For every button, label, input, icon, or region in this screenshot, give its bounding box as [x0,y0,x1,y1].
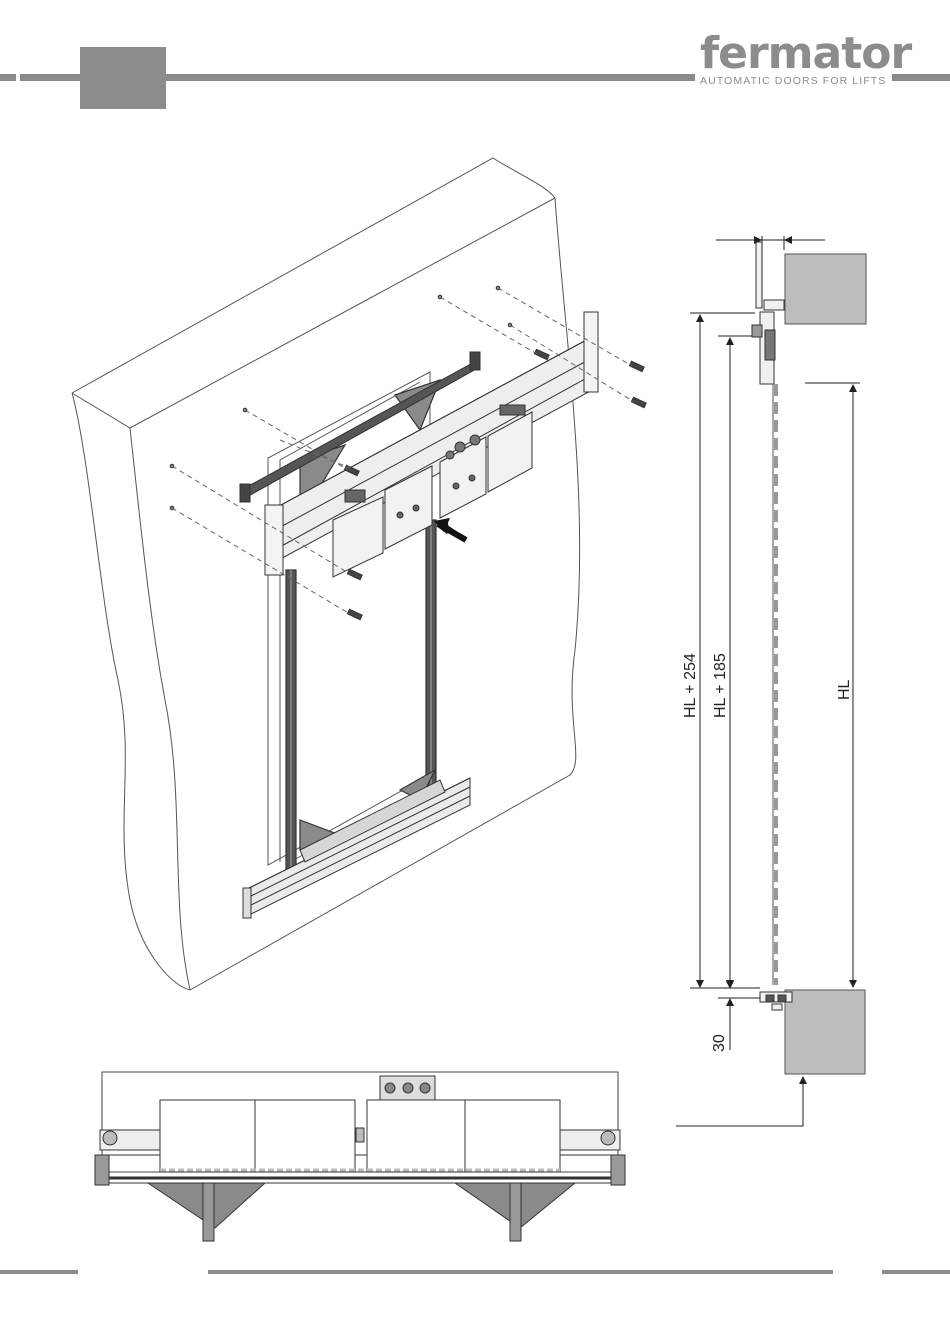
lower-floor [785,990,865,1074]
footer-band [0,1270,950,1274]
brand-name: fermator [700,32,884,76]
front-elevation [95,1072,625,1241]
upper-wall [785,254,866,324]
brand-tagline: AUTOMATIC DOORS FOR LIFTS [700,75,884,87]
dim-label-hl: HL [836,680,854,700]
brand-logo: fermator AUTOMATIC DOORS FOR LIFTS [700,32,884,87]
dim-label-30: 30 [711,1034,729,1052]
dim-label-hl-185: HL + 185 [712,653,730,718]
section-tab [80,47,166,109]
sill-track [243,778,470,918]
dim-label-hl-254: HL + 254 [682,653,700,718]
